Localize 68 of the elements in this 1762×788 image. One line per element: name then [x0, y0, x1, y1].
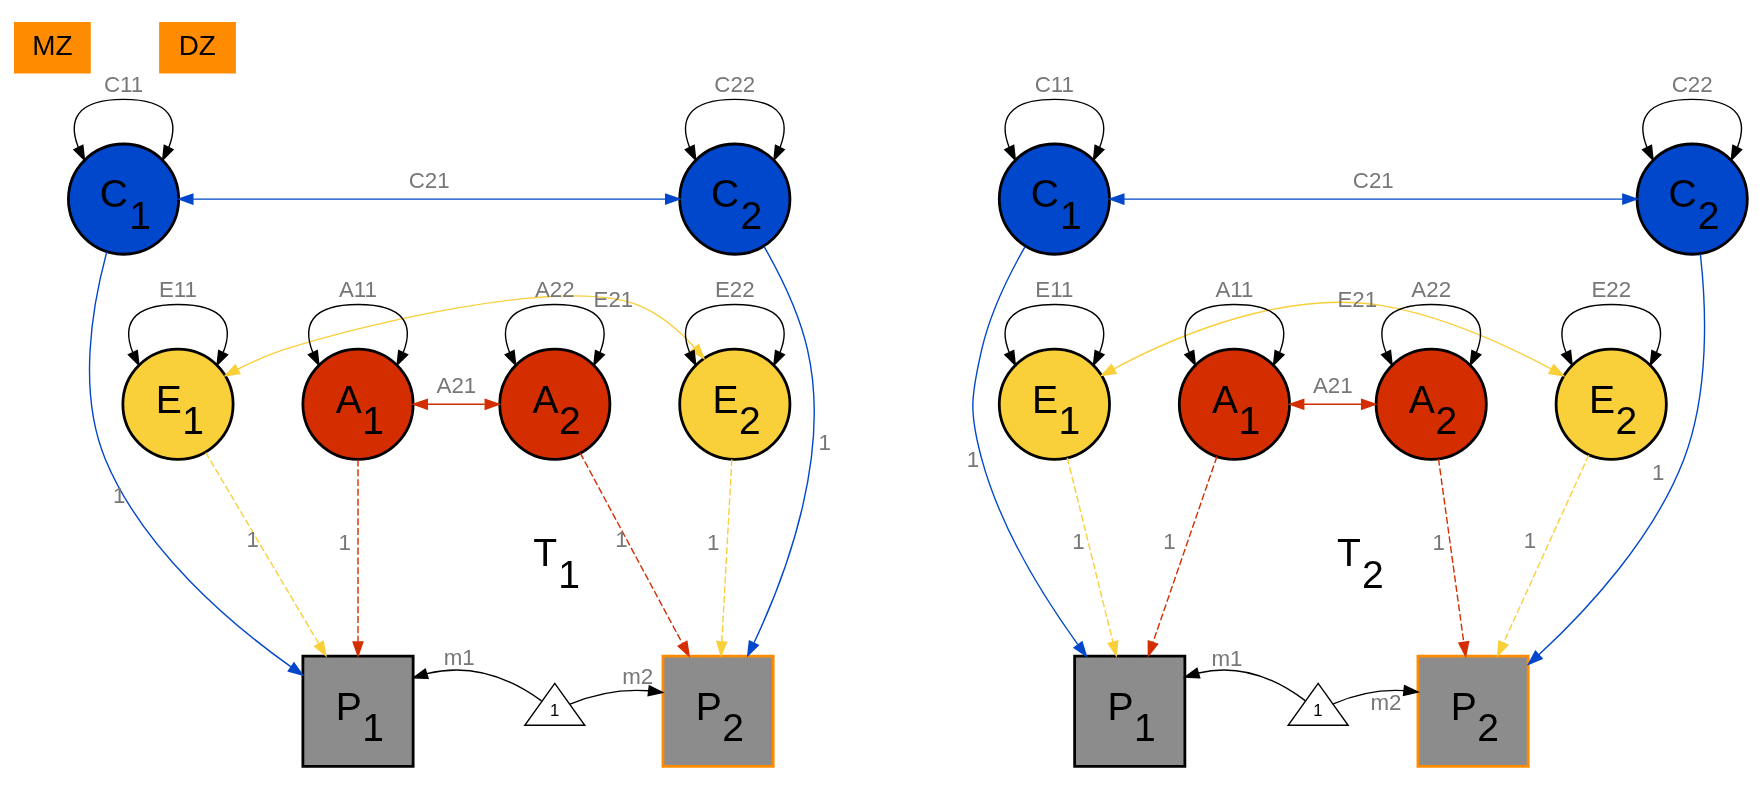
arrow — [1003, 98, 1106, 162]
arrow — [411, 397, 502, 410]
arrow — [1526, 252, 1706, 666]
edge-label: 1 — [1652, 459, 1665, 485]
edge-label: C11 — [1034, 71, 1075, 97]
edge-label: 1 — [112, 482, 126, 508]
edge-label: 1 — [1163, 528, 1176, 554]
edge-label: E11 — [158, 276, 198, 302]
arrow — [1003, 303, 1106, 367]
arrow — [1287, 397, 1378, 410]
arrow — [352, 458, 364, 658]
edge-label: A21 — [436, 372, 477, 398]
edge-label: 1 — [707, 529, 720, 555]
edge-label: m1 — [443, 644, 475, 670]
edge-label: 1 — [966, 446, 980, 472]
edge-label: m2 — [622, 663, 654, 689]
arrow — [716, 458, 733, 658]
arrow — [88, 250, 305, 676]
arrow — [569, 684, 665, 705]
edge-label: 1 — [818, 429, 831, 455]
arrow — [1147, 455, 1218, 658]
edge-label: 1 — [1523, 527, 1537, 553]
node-box: DZ — [159, 21, 236, 73]
arrow — [579, 452, 691, 658]
edge-label: 1 — [615, 526, 628, 552]
edge-label: E11 — [1035, 276, 1074, 302]
arrow — [1099, 301, 1566, 377]
arrow — [1437, 457, 1470, 658]
arrow — [127, 303, 229, 367]
arrow — [1066, 456, 1119, 658]
arrow — [176, 192, 682, 205]
arrow — [1182, 666, 1306, 701]
arrow — [72, 98, 175, 162]
edge-label: E22 — [1591, 276, 1632, 302]
edge-label: A11 — [338, 276, 378, 302]
edge-label: 1 — [246, 526, 259, 552]
arrow — [1496, 454, 1590, 658]
arrow — [223, 294, 706, 377]
arrow — [746, 245, 815, 658]
arrow — [1332, 684, 1421, 705]
arrow — [307, 303, 409, 367]
edge-label: A22 — [1411, 276, 1452, 302]
arrow — [1107, 192, 1639, 205]
arrow — [684, 98, 786, 162]
arrow — [684, 303, 786, 367]
edge-label: 1 — [338, 529, 351, 555]
arrow — [972, 245, 1088, 658]
node-box: MZ — [14, 21, 91, 73]
arrow — [1641, 98, 1743, 162]
edge-label: C21 — [408, 167, 450, 193]
edge-label: A21 — [1312, 372, 1353, 398]
edge-label: m1 — [1211, 645, 1243, 671]
arrow — [504, 303, 606, 367]
edge-label: A22 — [534, 276, 575, 302]
arrow — [1380, 303, 1482, 367]
edge-label: m2 — [1370, 689, 1402, 715]
edge-label: 1 — [1072, 528, 1085, 554]
edge-label: C22 — [714, 71, 756, 97]
arrow — [1183, 303, 1286, 367]
edge-label: C21 — [1352, 167, 1394, 193]
edge-label: A11 — [1215, 276, 1254, 302]
edge-label: E22 — [714, 276, 755, 302]
edge-label: C11 — [103, 71, 144, 97]
arrow — [205, 451, 328, 658]
arrow — [411, 667, 543, 702]
edge-label: 1 — [1432, 529, 1446, 555]
edge-label: C22 — [1671, 71, 1713, 97]
arrow — [1560, 303, 1662, 367]
